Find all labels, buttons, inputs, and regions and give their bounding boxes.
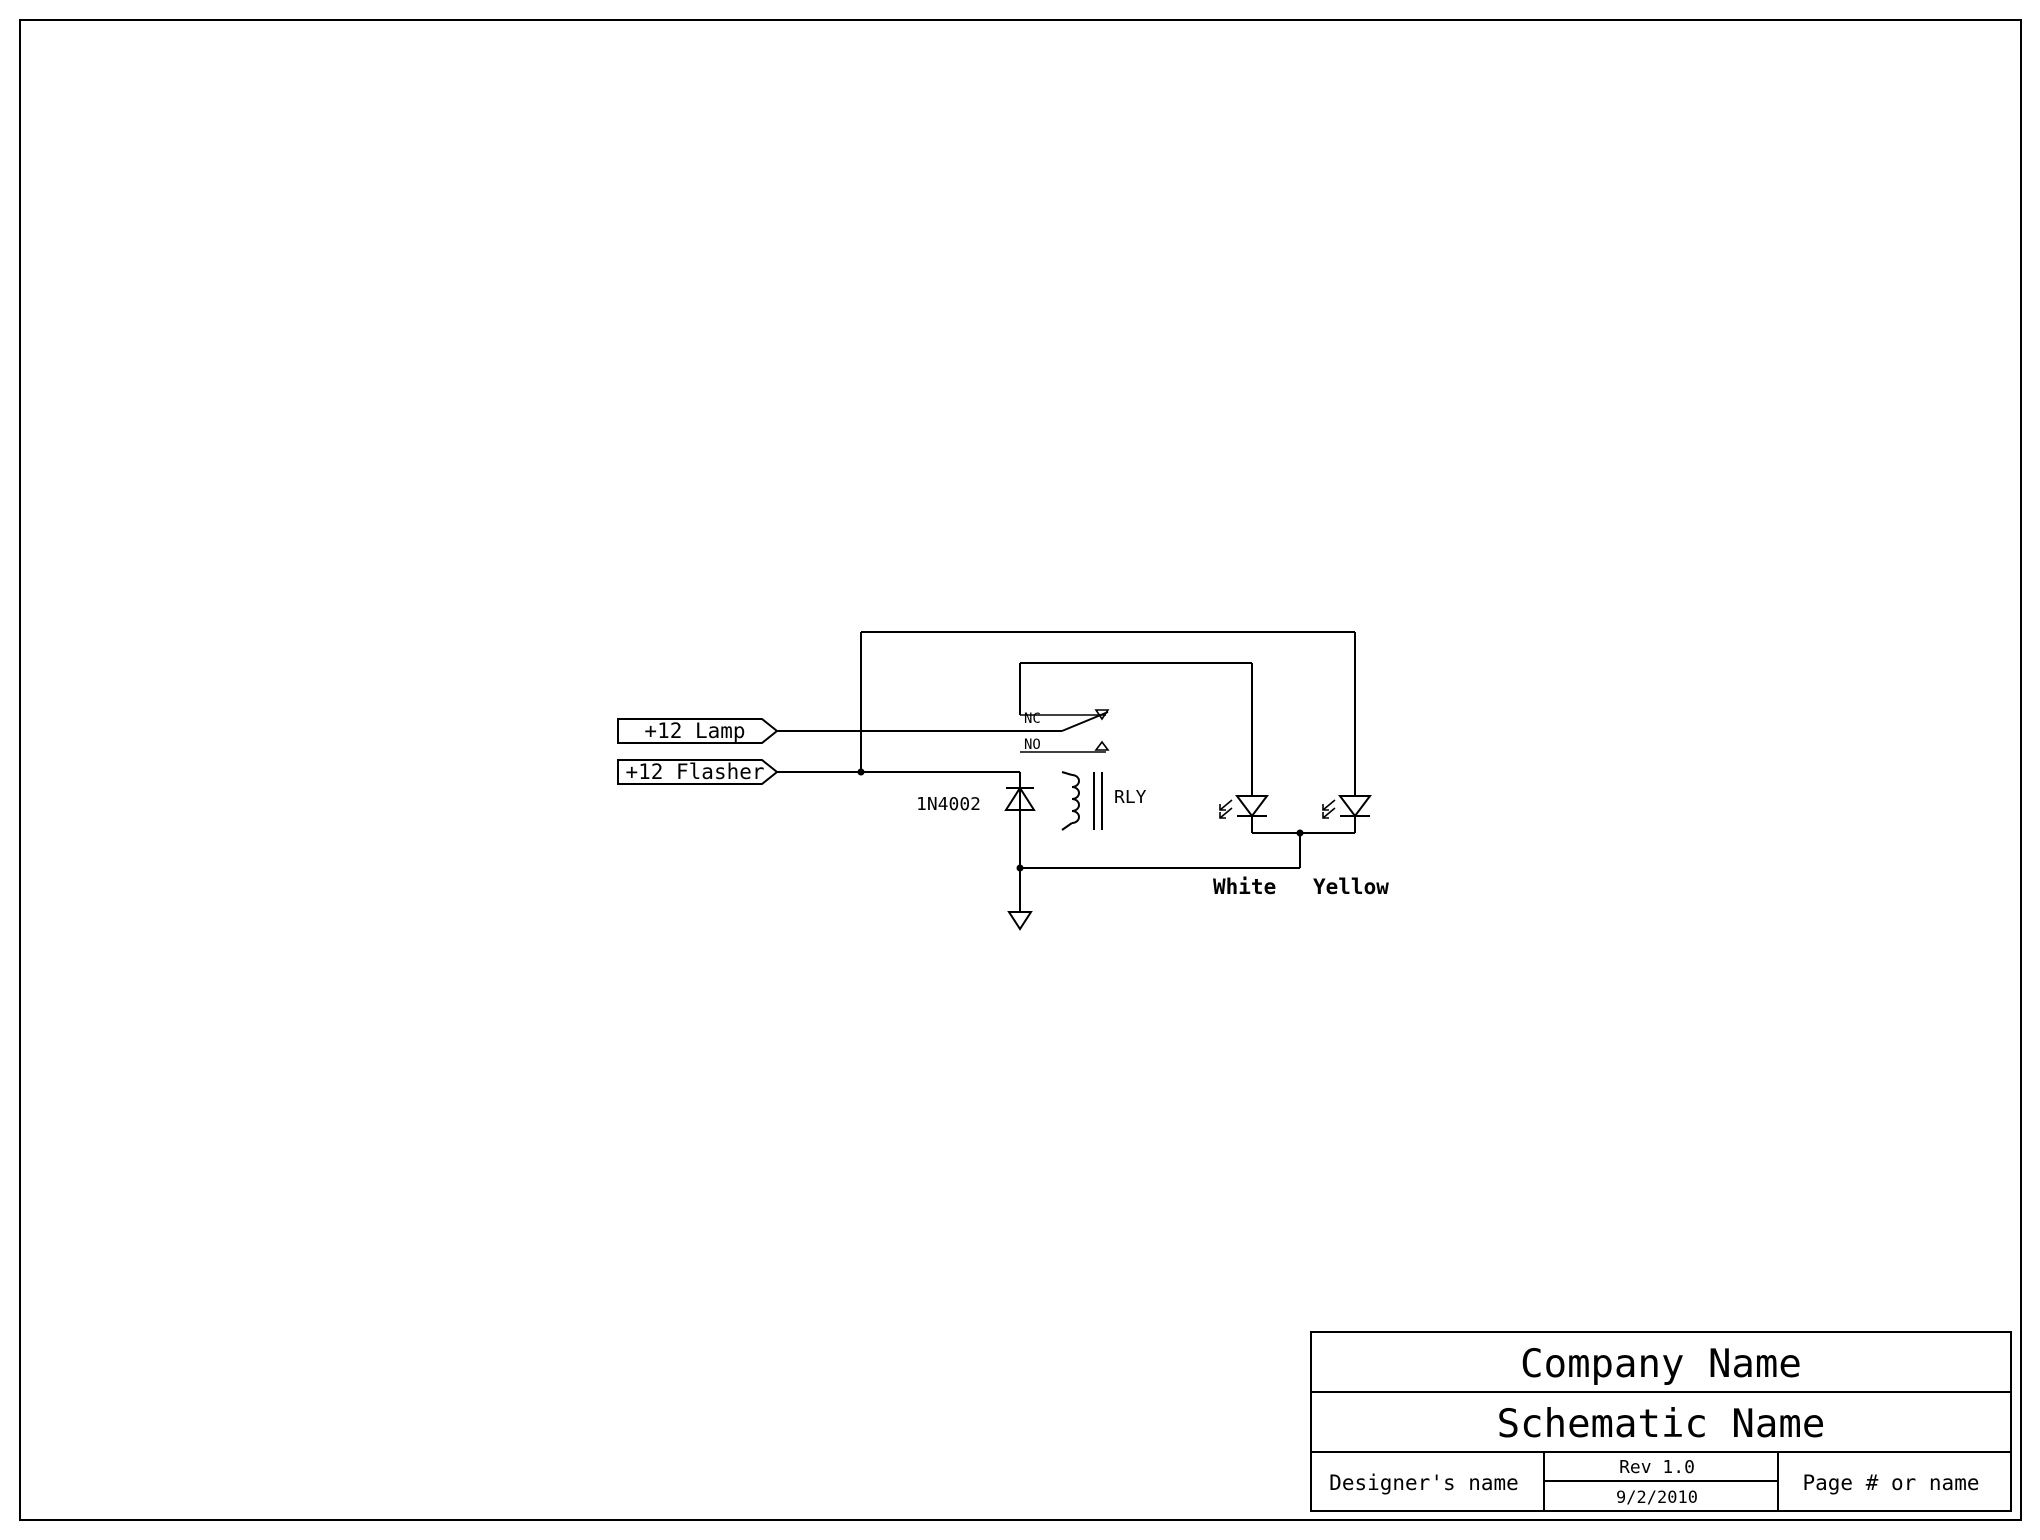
led-white-arrow-1 xyxy=(1219,799,1233,811)
junction-flasher xyxy=(857,768,865,776)
port-flasher[interactable]: +12 Flasher xyxy=(617,759,779,785)
title-designer: Designer's name xyxy=(1329,1471,1519,1495)
relay-no-label: NO xyxy=(1024,737,1041,753)
title-block: Company Name Schematic Name Designer's n… xyxy=(1310,1331,2012,1512)
led-yellow[interactable]: Yellow xyxy=(1313,795,1389,899)
nc-contact-mark xyxy=(1094,709,1110,721)
title-revision: Rev 1.0 xyxy=(1619,1457,1695,1478)
diode-part-label: 1N4002 xyxy=(916,794,981,815)
relay-nc-label: NC xyxy=(1024,711,1041,727)
led-white[interactable]: White xyxy=(1213,795,1276,899)
led-white-label: White xyxy=(1213,875,1276,899)
title-date: 9/2/2010 xyxy=(1616,1488,1698,1508)
title-company: Company Name xyxy=(1520,1342,1802,1387)
sheet-border xyxy=(19,19,2022,1521)
led-white-arrow-2 xyxy=(1219,807,1233,819)
relay-ref-label: RLY xyxy=(1114,787,1147,808)
title-page: Page # or name xyxy=(1802,1471,1979,1495)
led-yellow-arrow-1 xyxy=(1322,799,1336,811)
junction-led-cathodes xyxy=(1296,829,1304,837)
port-lamp-label: +12 Lamp xyxy=(644,719,745,743)
junction-ground xyxy=(1016,864,1024,872)
led-yellow-label: Yellow xyxy=(1313,875,1389,899)
relay-contacts[interactable]: NC NO xyxy=(1020,709,1110,753)
led-yellow-arrow-2 xyxy=(1322,807,1336,819)
title-schematic: Schematic Name xyxy=(1497,1402,1826,1447)
ground-icon xyxy=(1007,911,1033,931)
diode-1n4002[interactable]: 1N4002 xyxy=(916,772,1036,830)
port-flasher-label: +12 Flasher xyxy=(625,760,764,784)
port-lamp[interactable]: +12 Lamp xyxy=(617,718,779,744)
no-contact-mark xyxy=(1094,740,1110,751)
relay-coil[interactable]: RLY xyxy=(1061,771,1147,831)
